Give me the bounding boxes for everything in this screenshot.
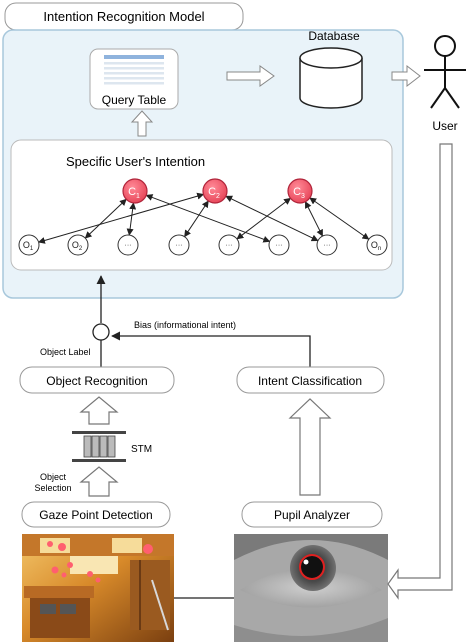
object-node: ··· <box>268 234 290 256</box>
object-recognition-box <box>19 366 175 394</box>
object-node: ··· <box>218 234 240 256</box>
intention-edge <box>184 200 209 238</box>
intention-edge <box>37 192 205 244</box>
class-node: C3 <box>287 178 313 204</box>
hollow-arrow-to-intent-classification <box>288 398 332 496</box>
query-table: Query Table <box>89 48 179 110</box>
object-node-label: O1 <box>23 240 34 252</box>
user-label: User <box>432 119 457 133</box>
hollow-arrow-to-object-recognition <box>79 396 119 425</box>
object-node: ··· <box>168 234 190 256</box>
intention-edge <box>236 197 292 240</box>
object-node: O1 <box>18 234 40 256</box>
object-node: ··· <box>316 234 338 256</box>
object-selection-line2: Selection <box>34 483 71 493</box>
pupil-analyzer-label: Pupil Analyzer <box>274 508 350 522</box>
database-label: Database <box>308 29 360 43</box>
object-node: ··· <box>117 234 139 256</box>
object-node-label: On <box>371 240 381 252</box>
user-icon <box>424 35 466 109</box>
kitchen-scene-image <box>22 534 174 642</box>
intention-edge <box>309 197 370 240</box>
object-node: On <box>366 234 388 256</box>
database-icon <box>299 47 363 109</box>
hollow-arrow-to-stm <box>79 466 119 497</box>
bias-arrow <box>111 331 311 368</box>
model-title: Intention Recognition Model <box>43 9 204 24</box>
object-node: O2 <box>67 234 89 256</box>
model-title-tab: Intention Recognition Model <box>4 2 244 31</box>
hollow-arrow-to-query-table <box>130 110 154 137</box>
stm-buffer <box>72 431 126 462</box>
gaze-point-detection-box <box>21 501 171 528</box>
object-node-label: ··· <box>226 242 233 249</box>
intent-classification-label: Intent Classification <box>258 374 362 388</box>
class-node-label: C3 <box>293 186 305 200</box>
gaze-point-detection-label: Gaze Point Detection <box>39 508 152 522</box>
hollow-arrow-to-database <box>226 65 275 87</box>
bias-label: Bias (informational intent) <box>134 320 236 330</box>
object-node-label: ··· <box>176 242 183 249</box>
class-node: C1 <box>122 178 148 204</box>
object-node-label: ··· <box>276 242 283 249</box>
pupil-eye-image <box>234 534 388 642</box>
object-label-text: Object Label <box>40 347 91 357</box>
object-node-label: ··· <box>125 242 132 249</box>
intention-edges <box>37 192 370 244</box>
object-node-label: ··· <box>324 242 331 249</box>
stm-label: STM <box>131 444 152 455</box>
object-selection-line1: Object <box>40 472 67 482</box>
object-node-label: O2 <box>72 240 83 252</box>
merge-node <box>92 323 110 341</box>
query-table-label: Query Table <box>102 93 167 107</box>
intent-classification-box <box>236 366 385 394</box>
class-node-label: C2 <box>208 186 220 200</box>
hollow-arrow-to-user <box>391 64 421 88</box>
intention-title: Specific User's Intention <box>66 154 205 169</box>
object-recognition-label: Object Recognition <box>46 374 147 388</box>
class-node-label: C1 <box>128 186 140 200</box>
class-node: C2 <box>202 178 228 204</box>
user-to-eye-path <box>387 143 453 600</box>
pupil-analyzer-box <box>241 501 383 528</box>
